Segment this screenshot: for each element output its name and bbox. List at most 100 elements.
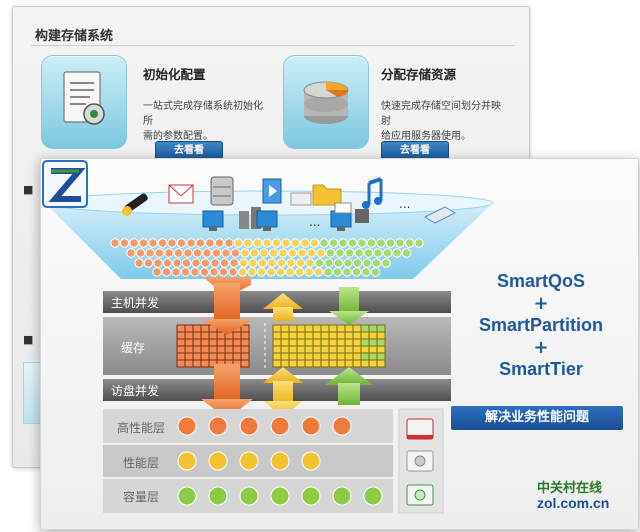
- io-bubble: [285, 267, 295, 277]
- io-bubble: [230, 248, 241, 258]
- io-bubble: [205, 238, 215, 248]
- io-bubble: [290, 238, 301, 248]
- io-bubble: [305, 258, 315, 268]
- disk-concurrency-label: 访盘并发: [111, 384, 160, 398]
- tier-dot-capacity: [332, 486, 352, 506]
- io-bubble: [313, 267, 324, 277]
- cache-cell: [328, 331, 338, 340]
- io-bubble: [344, 248, 355, 258]
- video-file-icon: [262, 178, 282, 204]
- io-bubble: [153, 258, 163, 268]
- database-pie-icon[interactable]: [283, 55, 369, 149]
- cache-cell: [368, 359, 378, 368]
- cache-cell: [240, 338, 250, 347]
- io-bubble: [252, 238, 263, 248]
- io-bubble: [209, 267, 219, 277]
- io-bubble: [362, 258, 372, 268]
- cache-cell: [288, 352, 298, 361]
- cache-cell: [184, 345, 194, 354]
- cache-cell: [216, 331, 226, 340]
- io-bubble: [186, 238, 196, 248]
- cache-cell: [208, 331, 218, 340]
- plus-sign-2: +: [533, 337, 549, 358]
- cache-cell: [192, 359, 202, 368]
- tier-dot-performance: [270, 451, 290, 471]
- io-bubble: [295, 258, 306, 268]
- cache-cell: [296, 331, 306, 340]
- cache-cell: [336, 345, 346, 354]
- io-bubble: [352, 258, 363, 268]
- cache-cell: [352, 345, 362, 354]
- io-bubble: [267, 258, 277, 268]
- cache-cell: [216, 345, 226, 354]
- cache-cell: [224, 338, 234, 347]
- cache-cell: [320, 352, 330, 361]
- io-bubble: [275, 267, 286, 277]
- io-bubble: [371, 258, 382, 268]
- io-bubble: [190, 267, 200, 277]
- cache-cell: [184, 359, 194, 368]
- tier-label-performance: 性能层: [123, 456, 160, 470]
- laptop-icon: [423, 206, 457, 224]
- io-bubble: [119, 238, 130, 248]
- io-bubble: [192, 248, 203, 258]
- cache-cell: [192, 331, 202, 340]
- cache-cell: [232, 345, 242, 354]
- cache-cell: [216, 352, 226, 361]
- io-bubble: [154, 248, 165, 258]
- tier-dots: [177, 416, 383, 506]
- cache-cell: [280, 338, 290, 347]
- cache-cell: [320, 331, 330, 340]
- cache-cell: [200, 352, 210, 361]
- cache-cell: [176, 359, 186, 368]
- cache-cell: [304, 338, 314, 347]
- io-bubble: [171, 267, 181, 277]
- io-bubble: [135, 248, 146, 258]
- document-gear-icon[interactable]: [41, 55, 127, 149]
- cache-cell: [176, 331, 186, 340]
- cache-cell: [376, 352, 386, 361]
- io-bubble: [332, 267, 343, 277]
- cache-cell: [328, 352, 338, 361]
- tier-dot-capacity: [301, 486, 321, 506]
- computer-icon: [355, 209, 369, 223]
- cache-cell: [192, 352, 202, 361]
- cache-cell: [296, 324, 306, 333]
- io-bubble: [300, 238, 310, 248]
- cache-cell: [176, 338, 186, 347]
- io-bubble: [249, 248, 260, 258]
- tier-dot-high: [177, 416, 197, 436]
- io-bubble: [145, 248, 155, 258]
- io-bubble: [180, 267, 191, 277]
- card-title-allocate-storage: 分配存储资源: [381, 67, 457, 82]
- cache-cell: [240, 345, 250, 354]
- cache-grid-orange: [176, 324, 250, 368]
- monitor-icon-3: [330, 210, 352, 231]
- partial-section-glyph-2: ■: [23, 333, 34, 346]
- cache-cell: [296, 359, 306, 368]
- io-bubble: [238, 258, 249, 268]
- cache-cell: [304, 359, 314, 368]
- io-bubble: [148, 238, 158, 248]
- cache-cell: [288, 359, 298, 368]
- server-icon: [210, 176, 234, 206]
- io-bubble: [281, 238, 291, 248]
- io-bubble: [309, 238, 320, 248]
- io-bubble: [361, 267, 371, 277]
- io-bubble: [382, 248, 393, 258]
- cache-cell: [352, 338, 362, 347]
- cache-cell: [328, 359, 338, 368]
- io-bubble: [247, 267, 257, 277]
- tier-dot-capacity: [239, 486, 259, 506]
- tier-dot-high: [332, 416, 352, 436]
- cache-label: 缓存: [121, 341, 146, 355]
- io-bubble: [162, 258, 173, 268]
- cache-cell: [296, 345, 306, 354]
- io-bubble: [370, 267, 381, 277]
- io-bubble: [243, 238, 253, 248]
- cache-cell: [200, 359, 210, 368]
- cache-cell: [240, 324, 250, 333]
- cache-cell: [280, 345, 290, 354]
- io-bubble: [173, 248, 184, 258]
- cache-cell: [240, 352, 250, 361]
